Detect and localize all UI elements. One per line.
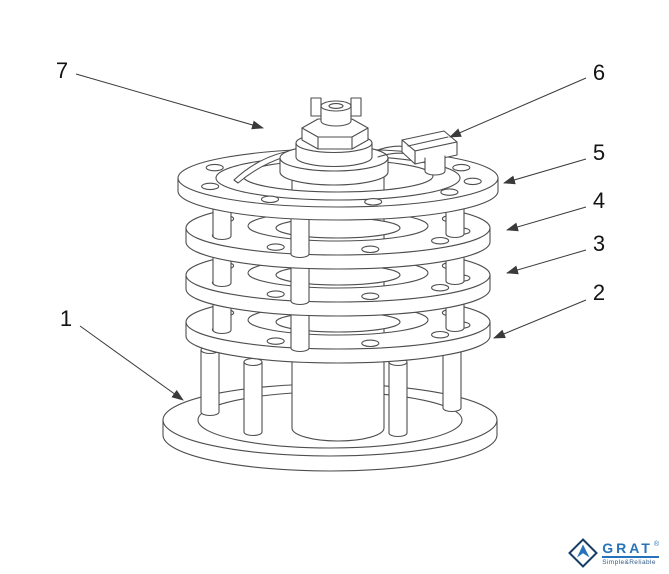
brand-logo: GRAT ® Simple&Reliable bbox=[568, 538, 659, 568]
callout-layer: 7 6 5 4 3 2 1 bbox=[56, 58, 605, 401]
callout-leader-4 bbox=[506, 206, 587, 232]
callout-label-6: 6 bbox=[593, 60, 605, 85]
callout-leader-1 bbox=[79, 325, 184, 401]
callout-leader-2 bbox=[493, 299, 587, 339]
logo-registered-mark: ® bbox=[653, 540, 659, 548]
top-stem bbox=[320, 100, 352, 127]
callout-label-4: 4 bbox=[593, 188, 605, 213]
lug bbox=[310, 97, 322, 117]
logo-tagline: Simple&Reliable bbox=[602, 558, 656, 566]
hub bbox=[279, 97, 389, 186]
callout-label-7: 7 bbox=[56, 58, 68, 83]
callout-label-2: 2 bbox=[593, 280, 605, 305]
logo-row: GRAT ® bbox=[602, 541, 659, 558]
callout-leader-5 bbox=[503, 158, 587, 185]
logo-text-block: GRAT ® Simple&Reliable bbox=[602, 541, 659, 566]
bracket-boss bbox=[424, 155, 446, 176]
callout-label-1: 1 bbox=[60, 306, 72, 331]
callout-leader-7 bbox=[75, 73, 264, 130]
callout-label-3: 3 bbox=[593, 231, 605, 256]
bracket-part6 bbox=[401, 130, 458, 176]
lug bbox=[350, 97, 362, 117]
callout-leader-3 bbox=[506, 249, 587, 275]
callout-label-5: 5 bbox=[593, 140, 605, 165]
logo-diamond-icon bbox=[568, 538, 599, 568]
assembly-parts bbox=[162, 97, 499, 472]
logo-name: GRAT bbox=[602, 539, 653, 556]
callout-leader-6 bbox=[449, 77, 587, 138]
